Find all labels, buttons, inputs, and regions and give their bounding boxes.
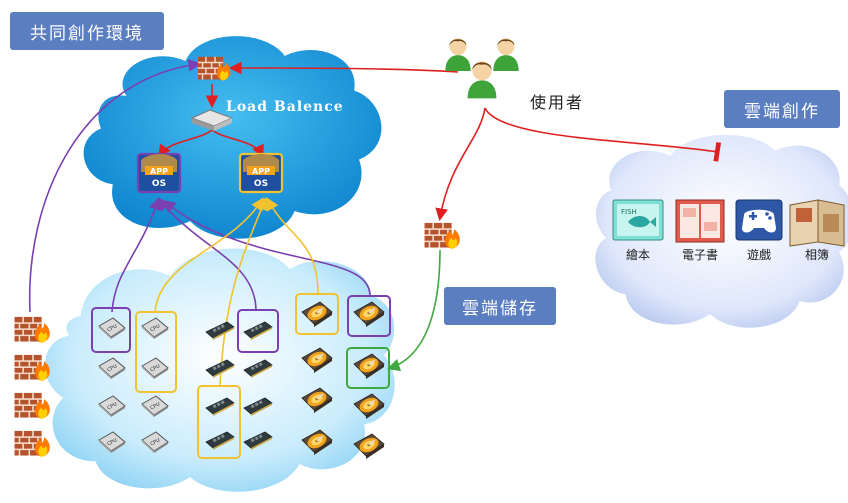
storage-firewall-icon <box>424 222 461 250</box>
gamepad-icon <box>735 199 783 241</box>
vm-os-icon-1: APP OS <box>136 152 182 194</box>
arrow-loadbalancer-to-os1 <box>158 129 213 158</box>
firewall-icon-1 <box>14 316 51 344</box>
svg-text:APP: APP <box>150 167 168 176</box>
arrow-loadbalancer-to-os2 <box>211 129 264 158</box>
arrow-users-to-cloud-creation <box>484 107 722 162</box>
arrow-storage-firewall-to-hdd <box>386 249 441 372</box>
collab-env-label: 共同創作環境 <box>10 12 164 50</box>
cloud-creation-label: 雲端創作 <box>724 90 840 128</box>
load-balance-label: Load Balence <box>226 99 344 115</box>
firewall-icon-4 <box>14 430 51 458</box>
users-icon <box>445 38 519 99</box>
svg-text:OS: OS <box>152 179 166 189</box>
collab-cloud <box>82 34 383 241</box>
app-label-ebook: 電子書 <box>681 248 718 262</box>
picture-book-icon: FISH <box>612 199 664 241</box>
app-label-picture-book: 繪本 <box>625 248 650 262</box>
svg-text:FISH: FISH <box>621 208 637 216</box>
arrow-users-to-storage-firewall <box>435 107 486 222</box>
vm-os-icon-2: APP OS <box>238 152 284 194</box>
load-balancer-icon <box>190 109 234 131</box>
users-label: 使用者 <box>530 93 585 112</box>
svg-text:OS: OS <box>254 179 268 189</box>
app-label-game: 遊戲 <box>746 248 771 262</box>
app-label-album: 相簿 <box>804 248 829 262</box>
ebook-icon <box>675 199 725 243</box>
svg-text:APP: APP <box>252 167 270 176</box>
yellow-links <box>154 197 319 386</box>
cloud-storage-label: 雲端儲存 <box>444 287 556 325</box>
allocation-boxes <box>91 293 391 459</box>
arrow-users-to-collab-firewall <box>228 61 459 75</box>
firewall-icon-3 <box>14 392 51 420</box>
purple-links <box>28 58 371 313</box>
photo-album-icon <box>789 199 845 247</box>
